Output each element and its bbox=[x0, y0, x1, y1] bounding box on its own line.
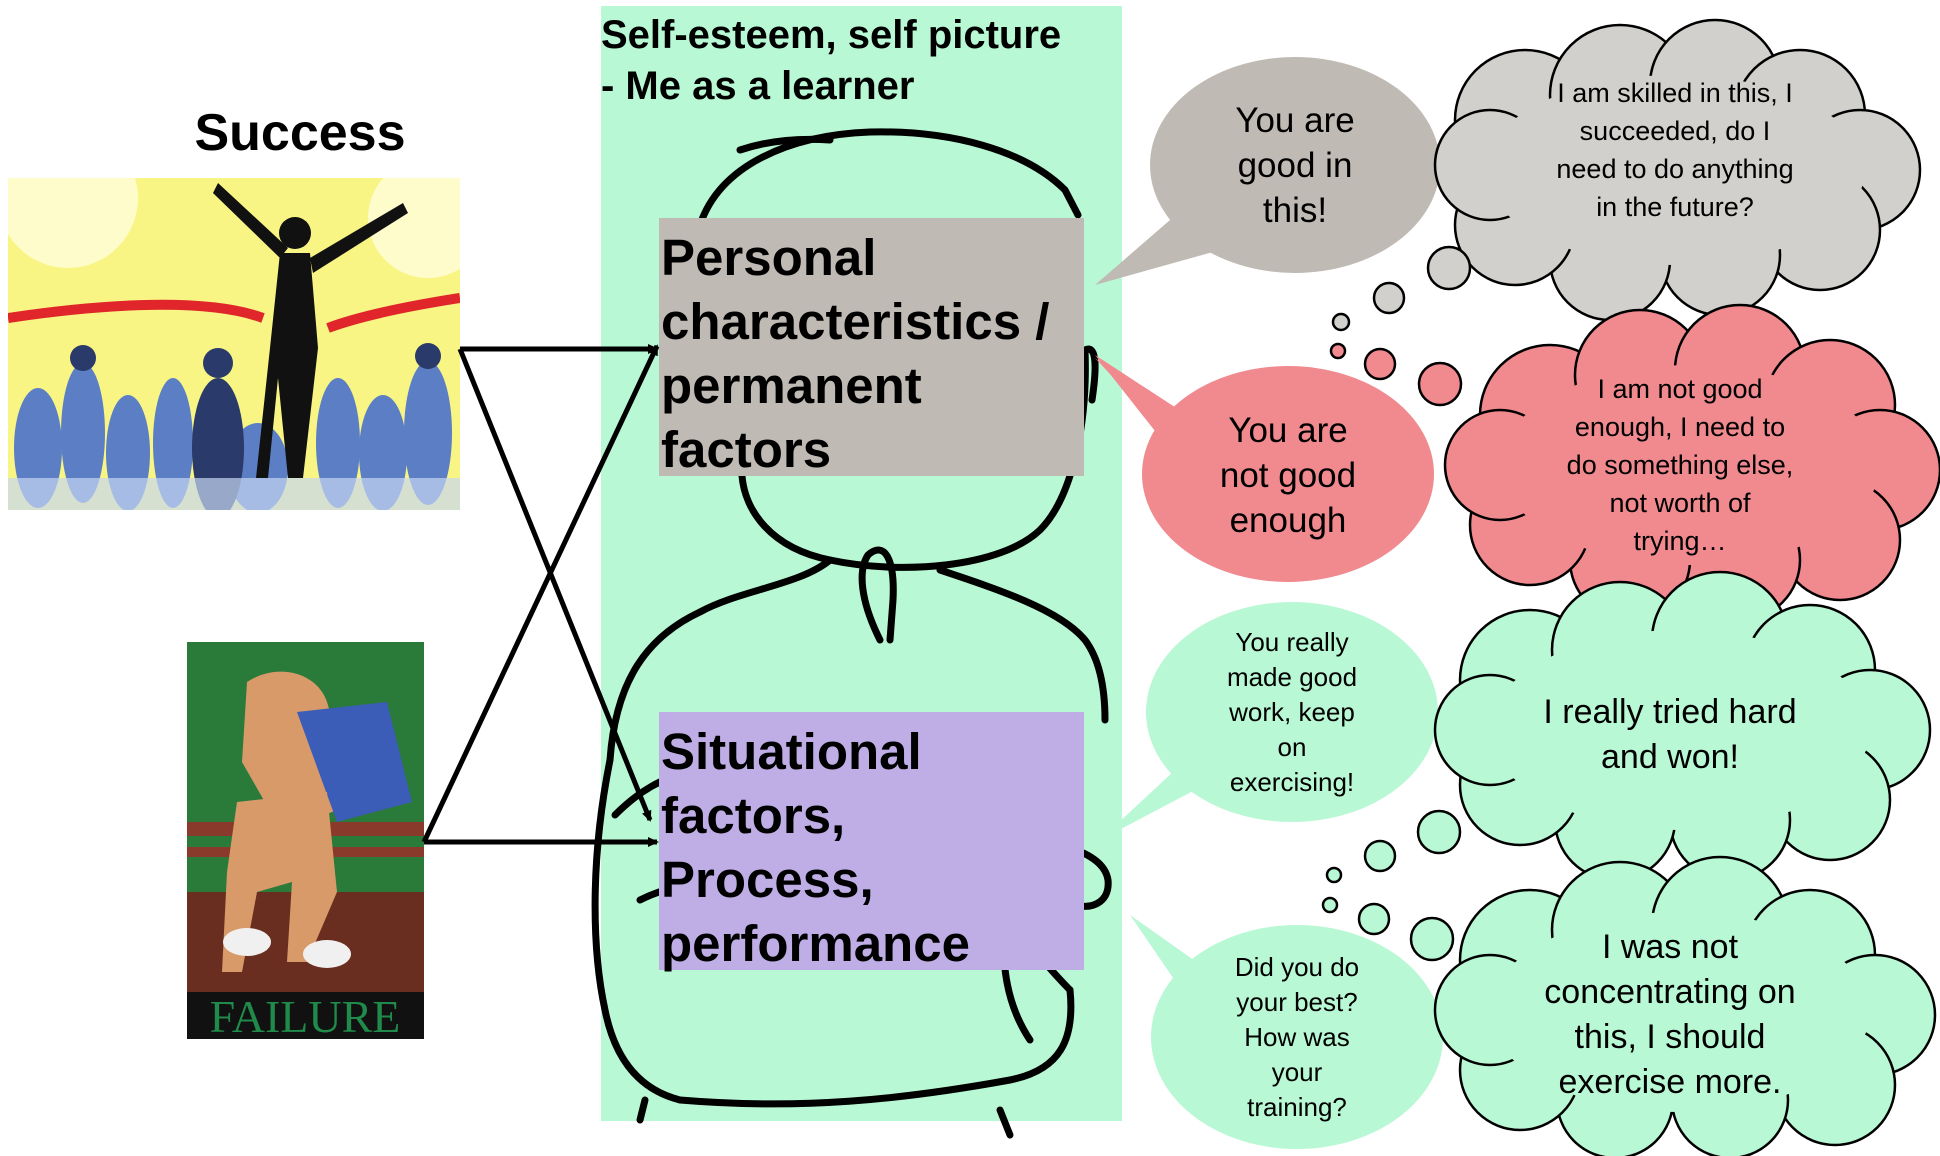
speech-text-did-best: Did you do your best? How was your train… bbox=[1234, 952, 1360, 1122]
thought-cloud-skilled bbox=[1433, 18, 1922, 322]
speech-bubble-good-work bbox=[1100, 602, 1438, 840]
failure-athlete-image: FAILURE bbox=[187, 642, 424, 1039]
failure-caption: FAILURE bbox=[210, 991, 401, 1039]
winner-crowd-image bbox=[8, 178, 460, 510]
thought-cloud-not-concentrating bbox=[1433, 855, 1937, 1156]
success-label: Success bbox=[194, 104, 406, 162]
thought-dots-not-good bbox=[1329, 342, 1463, 407]
thought-text-tried: I really tried hard and won! bbox=[1543, 693, 1797, 776]
speech-text-good: You are good in this! bbox=[1235, 100, 1355, 230]
panel-title: Self-esteem, self picture - Me as a lear… bbox=[601, 13, 1062, 108]
thought-text-skilled: I am skilled in this, I succeeded, do I … bbox=[1556, 78, 1794, 222]
situational-factors-box: Situational factors, Process, performanc… bbox=[659, 712, 1084, 972]
personal-characteristics-box: Personal characteristics / permanent fac… bbox=[659, 218, 1084, 478]
thought-text-not-good: I am not good enough, I need to do somet… bbox=[1566, 374, 1794, 556]
speech-bubble-not-good bbox=[1095, 355, 1434, 582]
thought-dots-skilled bbox=[1331, 245, 1472, 332]
thought-dots-not-concentrating bbox=[1321, 896, 1455, 962]
thought-text-not-concentrating: I was not concentrating on this, I shoul… bbox=[1544, 928, 1796, 1101]
speech-bubble-good bbox=[1095, 57, 1440, 285]
thought-dots-tried bbox=[1325, 809, 1462, 884]
thought-cloud-tried bbox=[1433, 570, 1932, 882]
speech-bubble-did-best bbox=[1130, 915, 1443, 1149]
speech-text-not-good: You are not good enough bbox=[1219, 410, 1357, 540]
speech-text-good-work: You really made good work, keep on exerc… bbox=[1226, 627, 1358, 797]
